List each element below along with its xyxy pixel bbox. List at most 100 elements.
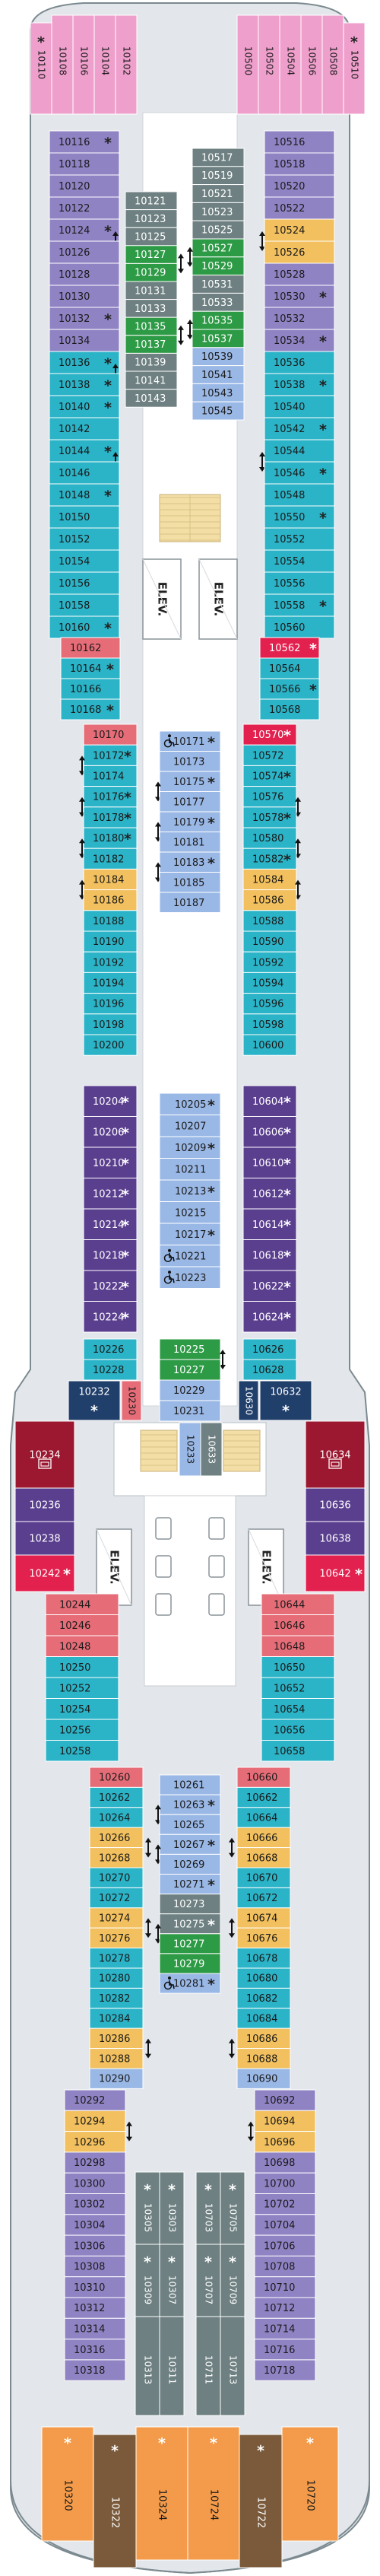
- cabin-10540[interactable]: 10540: [264, 395, 335, 418]
- cabin-10572[interactable]: 10572: [242, 744, 297, 766]
- cabin-10194[interactable]: 10194: [83, 972, 138, 994]
- cabin-10703[interactable]: 10703*: [195, 2171, 221, 2245]
- cabin-10560[interactable]: 10560: [264, 615, 335, 639]
- cabin-10674[interactable]: 10674: [236, 1907, 291, 1929]
- cabin-10132[interactable]: 10132*: [49, 307, 120, 330]
- cabin-10173[interactable]: 10173: [159, 751, 221, 772]
- cabin-10212[interactable]: 10212*: [83, 1178, 138, 1210]
- cabin-10704[interactable]: 10704: [254, 2214, 316, 2236]
- cabin-10184[interactable]: 10184: [83, 868, 138, 891]
- cabin-10650[interactable]: 10650: [261, 1656, 335, 1678]
- cabin-10502[interactable]: 10502: [258, 14, 280, 115]
- cabin-10506[interactable]: 10506: [300, 14, 323, 115]
- cabin-10236[interactable]: 10236: [14, 1487, 75, 1522]
- cabin-10590[interactable]: 10590: [242, 930, 297, 952]
- cabin-10576[interactable]: 10576: [242, 786, 297, 808]
- cabin-10172[interactable]: 10172*: [83, 744, 138, 766]
- cabin-10666[interactable]: 10666: [236, 1827, 291, 1849]
- cabin-10168[interactable]: 10168*: [60, 698, 121, 720]
- cabin-10272[interactable]: 10272: [89, 1887, 144, 1909]
- cabin-10654[interactable]: 10654: [261, 1698, 335, 1720]
- cabin-10626[interactable]: 10626: [242, 1338, 297, 1360]
- cabin-10622[interactable]: 10622*: [242, 1270, 297, 1302]
- cabin-10678[interactable]: 10678: [236, 1948, 291, 1969]
- cabin-10646[interactable]: 10646: [261, 1614, 335, 1636]
- cabin-10204[interactable]: 10204*: [83, 1085, 138, 1117]
- cabin-10525[interactable]: 10525: [192, 220, 245, 240]
- cabin-10296[interactable]: 10296: [64, 2131, 126, 2153]
- cabin-10230[interactable]: 10230: [121, 1380, 142, 1421]
- cabin-10696[interactable]: 10696: [254, 2131, 316, 2153]
- cabin-10532[interactable]: 10532: [264, 307, 335, 330]
- cabin-10644[interactable]: 10644: [261, 1593, 335, 1615]
- cabin-10129[interactable]: 10129: [125, 262, 178, 282]
- cabin-10519[interactable]: 10519: [192, 166, 245, 186]
- cabin-10298[interactable]: 10298: [64, 2151, 126, 2174]
- cabin-10510[interactable]: 10510*: [343, 22, 366, 115]
- cabin-10638[interactable]: 10638: [305, 1521, 366, 1556]
- cabin-10550[interactable]: 10550*: [264, 505, 335, 529]
- cabin-10311[interactable]: 10311: [159, 2316, 185, 2416]
- cabin-10174[interactable]: 10174: [83, 765, 138, 787]
- cabin-10716[interactable]: 10716: [254, 2339, 316, 2361]
- cabin-10267[interactable]: 10267*: [159, 1833, 221, 1855]
- cabin-10264[interactable]: 10264: [89, 1807, 144, 1828]
- cabin-10543[interactable]: 10543: [192, 383, 245, 402]
- cabin-10606[interactable]: 10606*: [242, 1116, 297, 1148]
- cabin-10225[interactable]: 10225: [159, 1338, 221, 1360]
- cabin-10580[interactable]: 10580: [242, 827, 297, 849]
- cabin-10222[interactable]: 10222*: [83, 1270, 138, 1302]
- cabin-10686[interactable]: 10686: [236, 2027, 291, 2050]
- cabin-10518[interactable]: 10518: [264, 152, 335, 176]
- cabin-10221[interactable]: 10221: [159, 1245, 221, 1267]
- cabin-10521[interactable]: 10521: [192, 184, 245, 203]
- cabin-10214[interactable]: 10214*: [83, 1208, 138, 1240]
- cabin-10596[interactable]: 10596: [242, 993, 297, 1015]
- cabin-10314[interactable]: 10314: [64, 2317, 126, 2340]
- cabin-10281[interactable]: 10281*: [159, 1973, 221, 1994]
- cabin-10316[interactable]: 10316: [64, 2339, 126, 2361]
- cabin-10139[interactable]: 10139: [125, 352, 178, 372]
- cabin-10529[interactable]: 10529: [192, 256, 245, 276]
- cabin-10162[interactable]: 10162: [60, 637, 121, 659]
- cabin-10183[interactable]: 10183*: [159, 851, 221, 873]
- cabin-10533[interactable]: 10533: [192, 292, 245, 312]
- cabin-10187[interactable]: 10187: [159, 892, 221, 913]
- cabin-10522[interactable]: 10522: [264, 196, 335, 220]
- cabin-10570[interactable]: 10570*: [242, 724, 297, 746]
- cabin-10568[interactable]: 10568: [259, 698, 320, 720]
- cabin-10713[interactable]: 10713: [220, 2316, 245, 2416]
- cabin-10277[interactable]: 10277: [159, 1933, 221, 1954]
- cabin-10269[interactable]: 10269: [159, 1853, 221, 1875]
- cabin-10142[interactable]: 10142: [49, 417, 120, 440]
- cabin-10307[interactable]: 10307*: [159, 2244, 185, 2317]
- cabin-10612[interactable]: 10612*: [242, 1178, 297, 1210]
- cabin-10660[interactable]: 10660: [236, 1767, 291, 1788]
- cabin-10124[interactable]: 10124*: [49, 218, 120, 242]
- cabin-10718[interactable]: 10718: [254, 2359, 316, 2381]
- cabin-10250[interactable]: 10250: [45, 1656, 119, 1678]
- cabin-10207[interactable]: 10207: [159, 1115, 221, 1137]
- cabin-10244[interactable]: 10244: [45, 1593, 119, 1615]
- cabin-10213[interactable]: 10213*: [159, 1179, 221, 1202]
- cabin-10177[interactable]: 10177: [159, 791, 221, 813]
- cabin-10175[interactable]: 10175*: [159, 771, 221, 792]
- cabin-10588[interactable]: 10588: [242, 910, 297, 932]
- cabin-10188[interactable]: 10188: [83, 910, 138, 932]
- cabin-10146[interactable]: 10146: [49, 461, 120, 485]
- cabin-10508[interactable]: 10508: [321, 14, 344, 115]
- cabin-10692[interactable]: 10692: [254, 2089, 316, 2111]
- cabin-10302[interactable]: 10302: [64, 2193, 126, 2215]
- cabin-10232[interactable]: 10232*: [68, 1380, 121, 1421]
- cabin-10710[interactable]: 10710: [254, 2276, 316, 2298]
- cabin-10578[interactable]: 10578*: [242, 806, 297, 828]
- cabin-10694[interactable]: 10694: [254, 2110, 316, 2132]
- cabin-10520[interactable]: 10520: [264, 174, 335, 198]
- cabin-10268[interactable]: 10268: [89, 1847, 144, 1868]
- cabin-10136[interactable]: 10136*: [49, 351, 120, 374]
- cabin-10198[interactable]: 10198: [83, 1013, 138, 1035]
- cabin-10182[interactable]: 10182: [83, 848, 138, 870]
- cabin-10284[interactable]: 10284: [89, 2008, 144, 2029]
- cabin-10548[interactable]: 10548: [264, 483, 335, 507]
- cabin-10215[interactable]: 10215: [159, 1201, 221, 1224]
